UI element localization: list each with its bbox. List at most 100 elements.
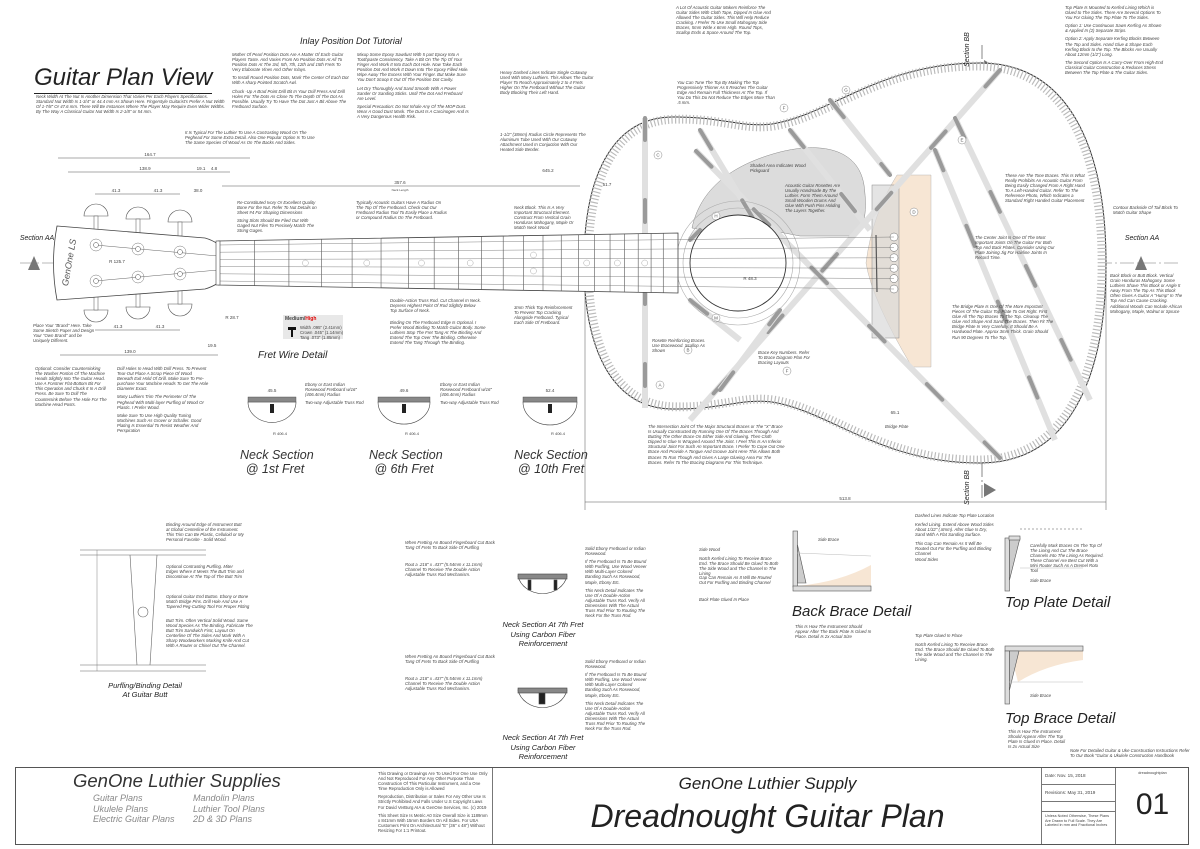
section-aa-marker-left	[28, 256, 40, 270]
company-name: GenOne Luthier Supplies	[73, 770, 281, 791]
note-top-mounting: Top Plate Is Mounted to Kerfed Lining Wh…	[1065, 5, 1164, 76]
string	[217, 247, 895, 253]
tuner-button-icon	[125, 206, 151, 220]
brace-key-label: E	[960, 138, 963, 143]
brace-key-marker	[841, 85, 851, 95]
top-brace-glued: Top Plate Glued In Place	[915, 633, 963, 638]
truss-rod-section	[402, 404, 406, 413]
brace-scallop	[788, 128, 872, 232]
tuner-post-washer	[131, 270, 145, 284]
string	[217, 280, 895, 290]
string	[217, 257, 895, 260]
back-brace-title: Back Brace Detail	[792, 603, 912, 620]
top-plate-side-brace: Side Brace	[1030, 578, 1052, 583]
tuner-shaft	[177, 289, 183, 305]
product-item: Luthier Tool Plans	[193, 803, 265, 814]
inlay-tutorial-title: Inlay Position Dot Tutorial	[300, 36, 402, 46]
section-bb-marker-bottom	[984, 483, 996, 497]
dim-4-8: 4.8	[211, 166, 218, 171]
fret-wire-detail	[283, 315, 343, 339]
fretboard-section	[522, 396, 578, 403]
top-plate-gap: This Gap Can Remain As It Will Be Routed…	[915, 541, 992, 557]
dim-soundhole-radius: R 48.3	[743, 276, 757, 281]
dim-bridge-width: 65.1	[891, 410, 900, 415]
brace-key-marker	[655, 380, 665, 390]
neck-section-radius: R 406.4	[551, 431, 566, 436]
back-brace-back-plate: Back Plate Glued In Place	[699, 597, 749, 602]
legal-notes: This Drawing or Drawings Are To Used For…	[378, 771, 488, 833]
fretboard-section	[377, 396, 431, 403]
string	[217, 236, 895, 246]
carbon-note-tang-2: When Fretting An Bound Fingerboard Cut B…	[405, 654, 495, 665]
top-brace-side-brace: Side Brace	[1030, 693, 1052, 698]
section-aa-label-left: Section AA	[19, 235, 55, 242]
dim-neck-length: 357.6	[394, 180, 406, 185]
brace-key-label: F	[786, 369, 789, 374]
carbon-note-right-2: Solid Ebony Fretboard or Indian Rosewood…	[585, 659, 647, 732]
fret-wire-specs: Width .095" (2.41mm)Crown .045" (1.14mm)…	[300, 325, 344, 341]
tuner-button-icon	[167, 303, 193, 317]
note-radius: Typically Acoustic Guitars Have A Radius…	[356, 200, 447, 221]
note-fretboard-binding: Binding On The Fretboard Edge Is Optiona…	[390, 320, 486, 346]
truss-rod-section	[270, 404, 274, 413]
dim-19-1: 19.1	[197, 166, 206, 171]
note-side-braces: A Lot Of Acoustic Guitar Makers Reinforc…	[676, 5, 771, 36]
brace-key-marker	[782, 366, 792, 376]
tuner-shaft	[135, 292, 141, 308]
tuner-button-icon	[125, 306, 151, 320]
top-brace-caption: This Is How The Instrument Should Appear…	[1008, 729, 1066, 750]
tuner-shaft	[93, 295, 99, 311]
note-drill: Drill Holes In Head With Drill Press. To…	[117, 366, 209, 434]
brace-key-label: B	[686, 348, 689, 353]
tuner-post	[93, 242, 99, 248]
purfling-note-1: Binding Around Edge of Instrument Butt a…	[166, 522, 244, 543]
note-brand: Place Your "Brand" Here. Take Some Sketc…	[33, 323, 95, 344]
tuner-button-icon	[83, 309, 109, 323]
tuner-post-washer	[89, 274, 103, 288]
product-item: Guitar Plans	[93, 793, 143, 803]
tuner-button-icon	[83, 203, 109, 217]
dimension-labels: 164.7 138.9 19.1 4.8 357.6 Neck Length 4…	[109, 152, 900, 501]
note-pickguard: Shaded Area Indicates Wood Pickguard	[750, 163, 806, 174]
position-dot	[530, 267, 537, 275]
back-brace-gap: Gap Can Remain As It Will Be Routed Out …	[699, 575, 772, 586]
position-dot	[302, 259, 309, 267]
neck-section-radius: R 406.4	[405, 431, 420, 436]
brace-key-marker	[909, 207, 919, 217]
note-countersink: Optional: Consider Countersinking The Wa…	[35, 366, 107, 407]
dim-neck-length-label: Neck Length	[392, 188, 409, 192]
dim-head-radius: R 125.7	[109, 259, 125, 264]
brace-scallop	[933, 148, 1057, 442]
brace-key-label: G	[844, 88, 848, 93]
neck-section-profile	[522, 401, 578, 426]
product-item: Electric Guitar Plans	[93, 814, 175, 824]
bridge-plate-label: Bridge Plate	[885, 424, 909, 429]
top-plate-dashed: Dashed Lines Indicate Top Plate Location	[915, 513, 995, 518]
date: Date: Nov. 15, 2018	[1045, 773, 1086, 778]
dim-neck-radius: R 28.7	[225, 315, 239, 320]
nut	[215, 240, 221, 286]
top-brace-title: Top Brace Detail	[1005, 710, 1116, 727]
sheet-number: 01	[1135, 788, 1170, 821]
dim-645: 645.2	[542, 168, 554, 173]
note-brace-keys: Brace Key Numbers. Refer To Brace Diagra…	[758, 350, 810, 366]
position-dot	[418, 259, 425, 267]
back-brace-side-brace: Side Brace	[818, 537, 840, 542]
note-top-reinforcement: 3mm Thick Top Reinforcement To Prevent T…	[514, 305, 573, 326]
dim-19-5: 19.5	[208, 343, 217, 348]
note-cutaway: Heavy Dashed Lines Indicate Single Cutaw…	[500, 70, 594, 96]
tuner-shaft	[177, 221, 183, 237]
brace-scallop	[698, 128, 762, 232]
position-dot	[466, 259, 474, 267]
string	[217, 266, 895, 269]
brace-scallop	[688, 228, 702, 242]
brace-scallop	[953, 116, 1092, 402]
headstock: GenOne LS	[53, 203, 219, 323]
neck-section-1-title: Neck Section@ 1st Fret	[240, 448, 314, 476]
tuner-post	[177, 249, 183, 255]
tuner-button-icon	[167, 209, 193, 223]
neck-section-width: 49.6	[400, 388, 409, 393]
tuner-post-washer	[89, 238, 103, 252]
position-dot	[641, 259, 648, 267]
neck-section-width: 45.5	[268, 388, 277, 393]
